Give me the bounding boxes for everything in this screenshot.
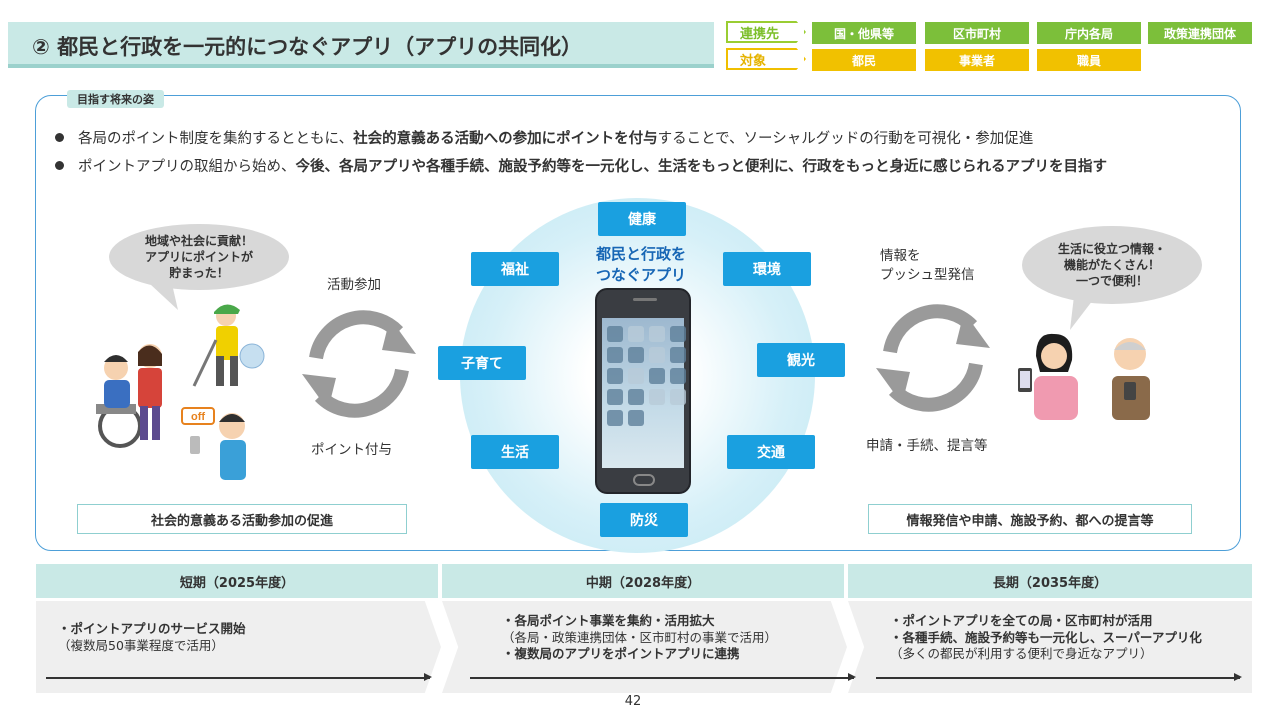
center-title: 都民と行政を つなぐアプリ bbox=[595, 245, 686, 284]
category-childcare: 子育て bbox=[438, 346, 526, 380]
timeline-short-head: 短期（2025年度） bbox=[36, 564, 438, 598]
right-speech-bubble: 生活に役立つ情報・ 機能がたくさん！ 一つで便利！ bbox=[1022, 226, 1202, 304]
cycle-activity-label: 活動参加 bbox=[327, 277, 381, 293]
page-number: 42 bbox=[624, 694, 642, 709]
partner-label: 連携先 bbox=[726, 21, 806, 43]
timeline-mid-head: 中期（2028年度） bbox=[442, 564, 844, 598]
left-caption: 社会的意義ある活動参加の促進 bbox=[77, 504, 407, 534]
category-tourism: 観光 bbox=[757, 343, 845, 377]
timeline-long-text: ・ポイントアプリを全ての局・区市町村が活用 ・各種手続、施設予約等も一元化し、ス… bbox=[890, 613, 1202, 661]
timeline-long-head: 長期（2035年度） bbox=[848, 564, 1252, 598]
partner-pill: 庁内各局 bbox=[1037, 22, 1141, 44]
right-caption: 情報発信や申請、施設予約、都への提言等 bbox=[868, 504, 1192, 534]
cycle-apply-label: 申請・手続、提言等 bbox=[866, 438, 988, 454]
partner-pill: 区市町村 bbox=[925, 22, 1029, 44]
category-living: 生活 bbox=[471, 435, 559, 469]
category-welfare: 福祉 bbox=[471, 252, 559, 286]
bullet-dot bbox=[55, 132, 64, 142]
category-health: 健康 bbox=[598, 202, 686, 236]
cycle-push-label: 情報を プッシュ型発信 bbox=[880, 248, 975, 283]
category-disaster: 防災 bbox=[600, 503, 688, 537]
page-title: ② 都民と行政を一元的につなぐアプリ（アプリの共同化） bbox=[32, 35, 583, 59]
bubble-tail bbox=[1070, 296, 1096, 330]
timeline-short-text: ・ポイントアプリのサービス開始 （複数局50事業程度で活用） bbox=[58, 621, 246, 653]
timeline-arrow bbox=[876, 674, 1242, 680]
target-pill: 都民 bbox=[812, 49, 916, 71]
vision-tag: 目指す将来の姿 bbox=[67, 90, 164, 108]
vision-bullet-1: 各局のポイント制度を集約するとともに、社会的意義ある活動への参加にポイントを付与… bbox=[55, 127, 1033, 148]
target-pill: 職員 bbox=[1037, 49, 1141, 71]
category-transport: 交通 bbox=[727, 435, 815, 469]
off-label: off bbox=[191, 411, 205, 423]
cycle-points-label: ポイント付与 bbox=[311, 442, 392, 458]
target-label: 対象 bbox=[726, 48, 806, 70]
timeline-arrow bbox=[470, 674, 856, 680]
cycle-arrows-icon bbox=[302, 310, 416, 418]
timeline-mid-text: ・各局ポイント事業を集約・活用拡大 （各局・政策連携団体・区市町村の事業で活用）… bbox=[502, 613, 778, 661]
left-speech-bubble: 地域や社会に貢献！ アプリにポイントが 貯まった！ bbox=[109, 224, 289, 290]
cycle-arrows-icon bbox=[876, 304, 990, 412]
title-bar: ② 都民と行政を一元的につなぐアプリ（アプリの共同化） bbox=[8, 22, 714, 68]
smartphone-icon bbox=[595, 288, 691, 494]
timeline-arrow bbox=[46, 674, 432, 680]
vision-bullet-2: ポイントアプリの取組から始め、今後、各局アプリや各種手続、施設予約等を一元化し、… bbox=[55, 155, 1107, 176]
citizens-illustration: off bbox=[96, 304, 265, 480]
bubble-tail bbox=[150, 284, 178, 310]
target-pill: 事業者 bbox=[925, 49, 1029, 71]
users-illustration bbox=[1018, 333, 1150, 420]
category-environment: 環境 bbox=[723, 252, 811, 286]
partner-pill: 国・他県等 bbox=[812, 22, 916, 44]
bullet-dot bbox=[55, 160, 64, 170]
partner-pill: 政策連携団体 bbox=[1148, 22, 1252, 44]
